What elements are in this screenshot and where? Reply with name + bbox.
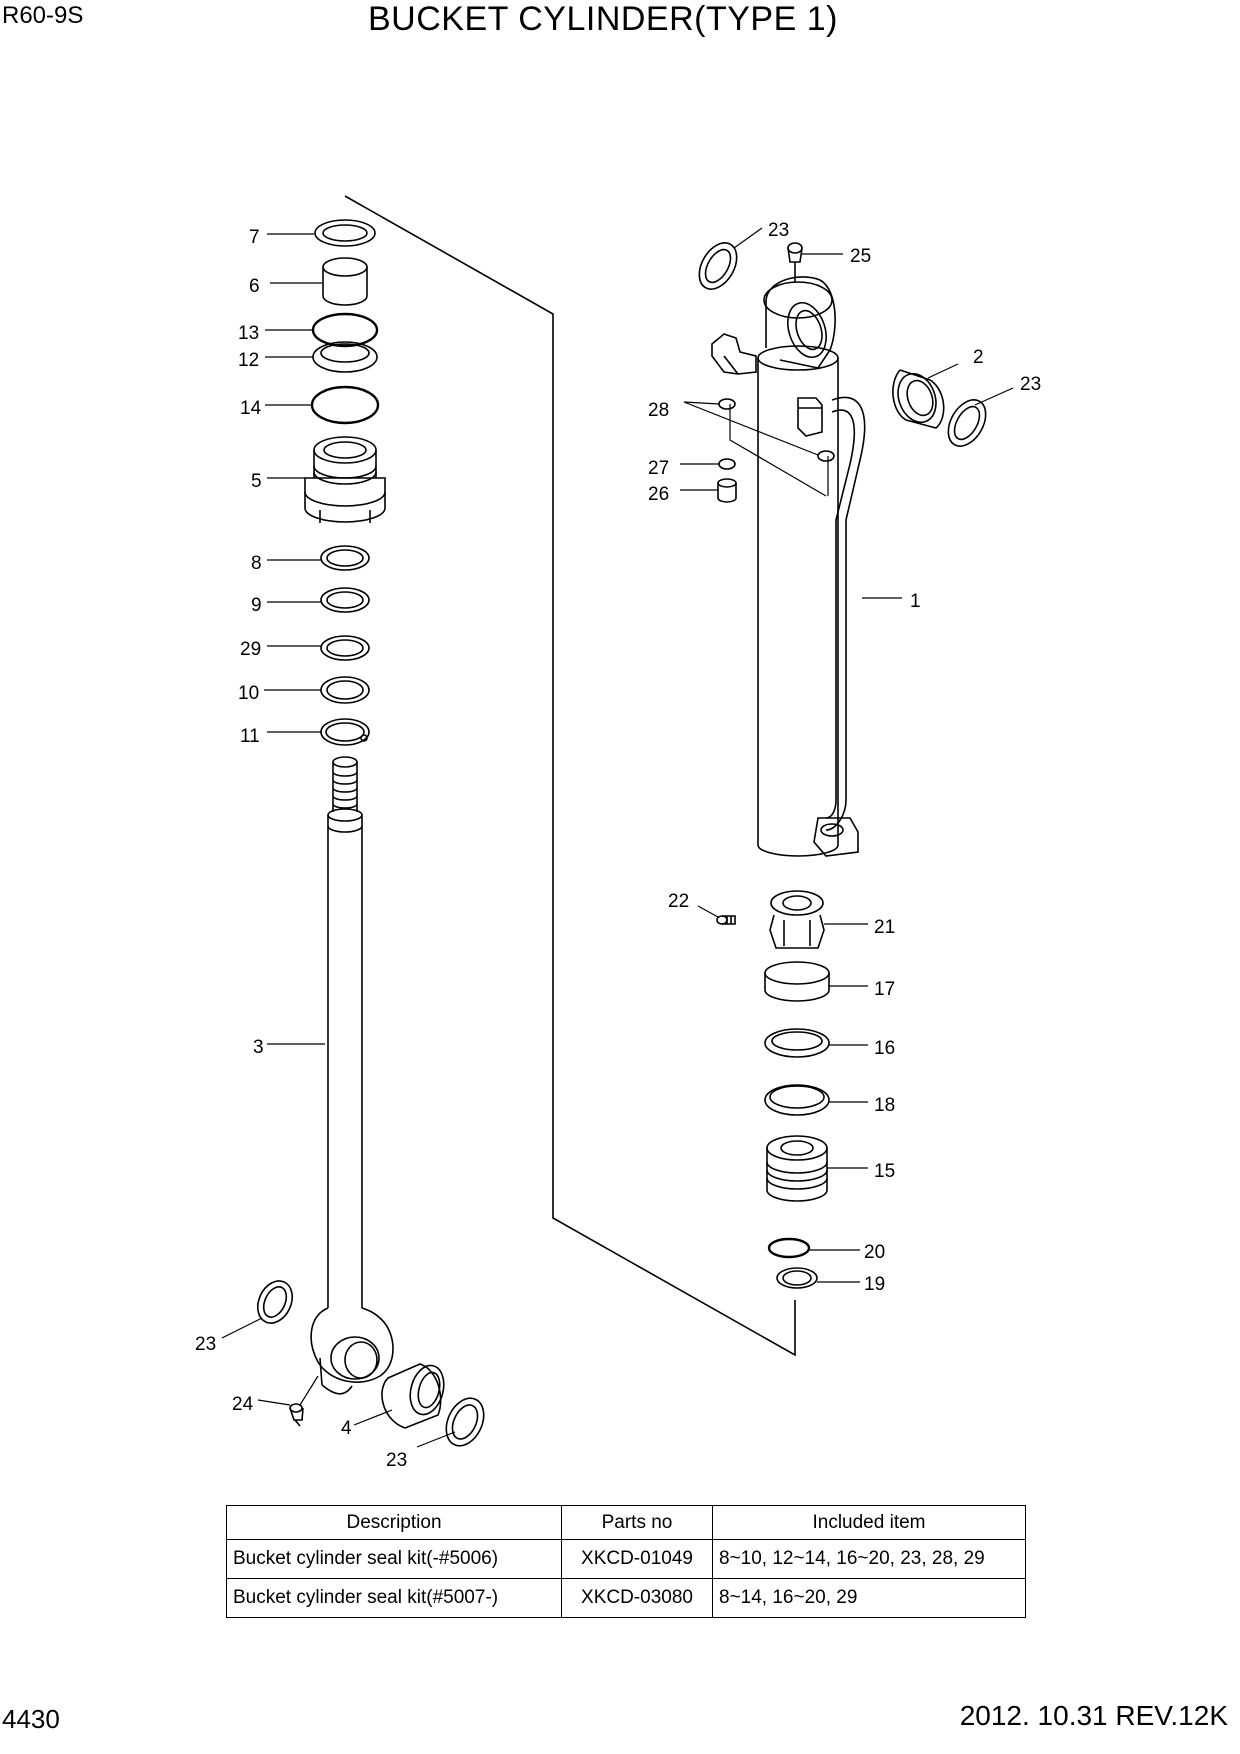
part-17-wear-ring — [764, 961, 830, 1002]
part-4-pin-bushing — [381, 1363, 445, 1429]
callout-4: 4 — [341, 1418, 352, 1439]
callout-3: 3 — [253, 1037, 264, 1058]
callout-11: 11 — [240, 726, 260, 747]
table-row: Bucket cylinder seal kit(#5007-) XKCD-03… — [226, 1578, 1026, 1618]
callout-2: 2 — [973, 347, 984, 368]
callout-14: 14 — [240, 398, 262, 419]
part-18-backup-ring — [764, 1084, 830, 1116]
part-23-dust-seal-left — [256, 1280, 294, 1324]
callout-18: 18 — [874, 1095, 895, 1116]
part-23-dust-seal-right — [445, 1397, 485, 1447]
table-header-row: Description Parts no Included item — [226, 1505, 1026, 1540]
part-6-bushing — [322, 257, 368, 306]
callout-13: 13 — [238, 323, 259, 344]
part-21-lock-nut — [769, 890, 825, 949]
cell-included-item: 8~10, 12~14, 16~20, 23, 28, 29 — [712, 1539, 1026, 1579]
callout-12: 12 — [238, 350, 259, 371]
part-2-pin-bushing — [892, 369, 945, 429]
callout-23-head-left: 23 — [768, 220, 789, 241]
callout-19: 19 — [864, 1274, 885, 1295]
cell-included-item: 8~14, 16~20, 29 — [712, 1578, 1026, 1618]
part-14-o-ring — [310, 385, 380, 425]
callout-1: 1 — [910, 591, 921, 612]
cell-description: Bucket cylinder seal kit(-#5006) — [226, 1539, 562, 1579]
part-9-seal — [320, 587, 370, 613]
col-header-included-item: Included item — [712, 1505, 1026, 1540]
part-16-piston-seal — [764, 1028, 830, 1058]
callout-23-head-right: 23 — [1020, 374, 1041, 395]
callout-labels: 7 6 13 12 14 5 8 9 29 10 11 3 23 24 4 23… — [195, 220, 1041, 1471]
col-header-parts-no: Parts no — [561, 1505, 713, 1540]
part-1-cylinder-tube — [711, 276, 866, 857]
cell-description: Bucket cylinder seal kit(#5007-) — [226, 1578, 562, 1618]
callout-5: 5 — [251, 471, 262, 492]
part-8-seal — [320, 545, 370, 571]
part-29-seal — [320, 635, 370, 661]
callout-8: 8 — [251, 553, 262, 574]
part-15-piston — [766, 1135, 828, 1202]
callout-10: 10 — [238, 683, 259, 704]
callout-22: 22 — [668, 891, 689, 912]
seal-kit-table: Description Parts no Included item Bucke… — [226, 1505, 1026, 1618]
part-7-dust-wiper — [314, 219, 376, 247]
callout-29: 29 — [240, 639, 261, 660]
callout-24: 24 — [232, 1394, 254, 1415]
part-27-o-ring — [718, 458, 736, 470]
callout-28: 28 — [648, 400, 669, 421]
callout-20: 20 — [864, 1242, 885, 1263]
callout-9: 9 — [251, 595, 262, 616]
callout-17: 17 — [874, 979, 895, 1000]
callout-16: 16 — [874, 1038, 895, 1059]
page-title: BUCKET CYLINDER(TYPE 1) — [368, 0, 838, 38]
model-code: R60-9S — [2, 2, 84, 29]
revision-date: 2012. 10.31 REV.12K — [959, 1700, 1228, 1731]
part-19-backup-ring — [776, 1267, 818, 1289]
part-24-grease-nipple — [289, 1403, 304, 1427]
callout-6: 6 — [249, 276, 260, 297]
part-10-seal — [320, 676, 370, 704]
callout-25: 25 — [850, 246, 871, 267]
cell-parts-no: XKCD-03080 — [561, 1578, 713, 1618]
assembly-guide-line — [344, 195, 796, 1357]
callout-26: 26 — [648, 484, 669, 505]
callout-7: 7 — [249, 227, 260, 248]
part-5-rod-cover — [304, 436, 386, 523]
leader-lines — [221, 227, 1014, 1448]
callout-21: 21 — [874, 917, 895, 938]
part-23-dust-seal-top-left — [698, 242, 738, 290]
callout-15: 15 — [874, 1161, 895, 1182]
part-11-snap-ring — [320, 718, 370, 746]
col-header-description: Description — [226, 1505, 562, 1540]
part-25-grease-nipple — [787, 242, 803, 282]
callout-23-rod-left: 23 — [195, 1334, 216, 1355]
part-23-dust-seal-top-right — [947, 399, 987, 447]
part-3-piston-rod — [310, 756, 394, 1395]
part-20-o-ring — [767, 1237, 811, 1259]
callout-27: 27 — [648, 458, 669, 479]
page-number: 4430 — [2, 1704, 60, 1734]
table-row: Bucket cylinder seal kit(-#5006) XKCD-01… — [226, 1539, 1026, 1579]
part-22-set-screw — [716, 915, 736, 925]
callout-23-rod-right: 23 — [386, 1450, 407, 1471]
part-26-plug — [717, 478, 737, 503]
cell-parts-no: XKCD-01049 — [561, 1539, 713, 1579]
